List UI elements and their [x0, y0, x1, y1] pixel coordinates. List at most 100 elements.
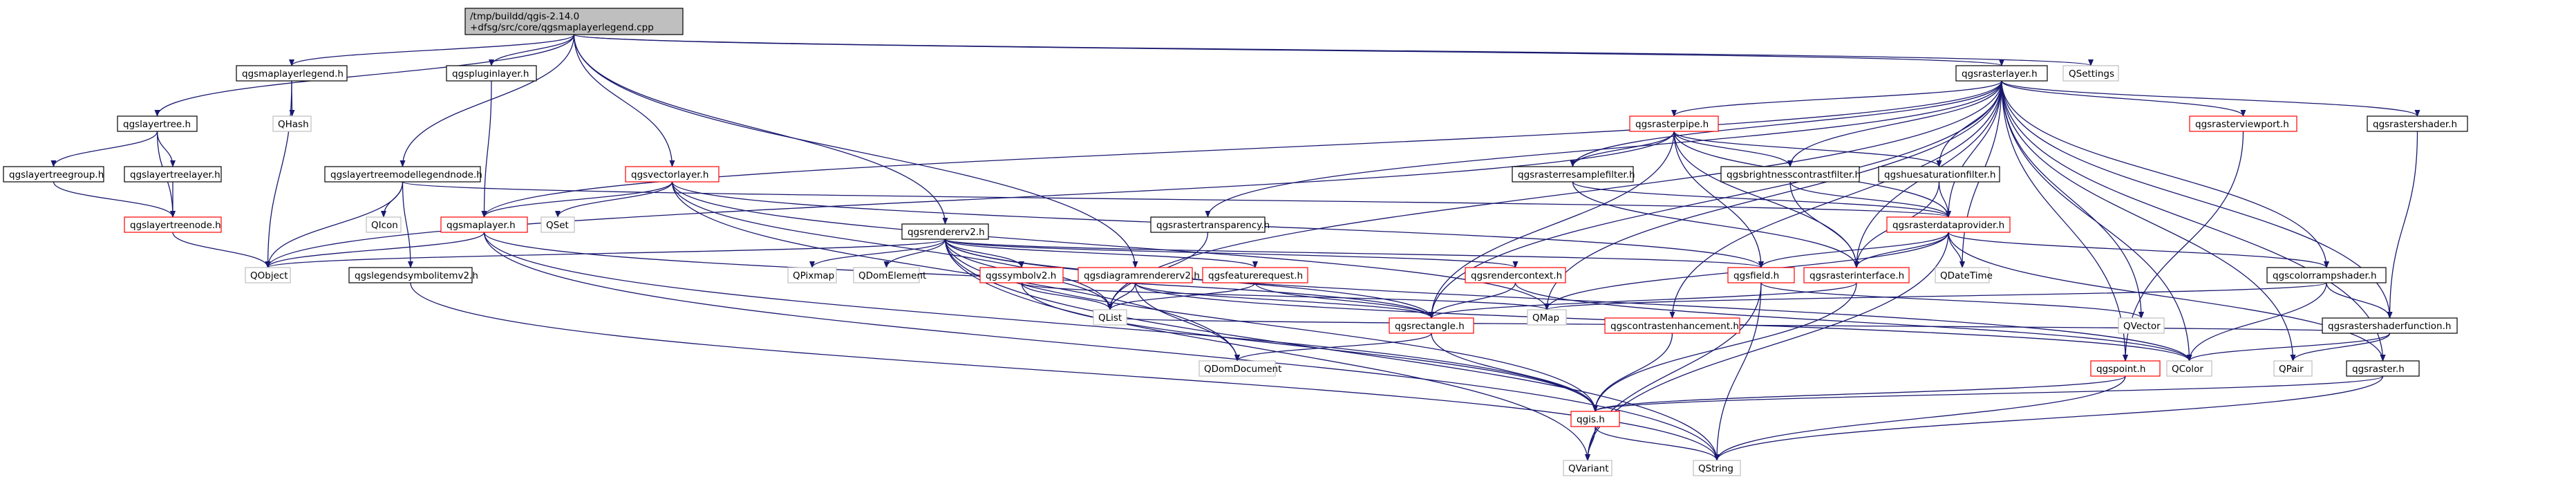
node-qicon[interactable]: QIcon: [366, 216, 402, 233]
node-qobject[interactable]: QObject: [245, 267, 291, 283]
node-qgssymbolv2[interactable]: qgssymbolv2.h: [979, 267, 1064, 283]
edge-qgssymbolv2-to-qlist: [1021, 282, 1113, 310]
edge-qgsdiagramrendererv2-to-qdomdocument: [1134, 282, 1240, 362]
node-qgsrasterviewport[interactable]: qgsrasterviewport.h: [2189, 115, 2297, 132]
node-qgslayertreemodellegendnode[interactable]: qgslayertreemodellegendnode.h: [324, 166, 482, 183]
node-qgsrasterresamplefilter[interactable]: qgsrasterresamplefilter.h: [1512, 166, 1635, 183]
node-qgscolorrampshader[interactable]: qgscolorrampshader.h: [2266, 267, 2387, 283]
node-qdomelement[interactable]: QDomElement: [853, 267, 926, 283]
node-qgsrastershader[interactable]: qgsrastershader.h: [2367, 115, 2468, 132]
edge-qgsrasterpipe-to-qobject: [265, 131, 1675, 268]
node-qgsrendercontext[interactable]: qgsrendercontext.h: [1465, 267, 1566, 283]
node-qgsrectangle[interactable]: qgsrectangle.h: [1389, 317, 1474, 334]
edge-qgsbrightnesscontrastfilter-to-qgsrasterdataprovider: [1789, 181, 1951, 218]
node-qgsrastershaderfunction[interactable]: qgsrastershaderfunction.h: [2322, 317, 2458, 334]
node-qgslayertreenode[interactable]: qgslayertreenode.h: [124, 216, 222, 233]
edge-qgsrasterresamplefilter-to-qgsrasterdataprovider: [1572, 181, 1951, 218]
node-qgsmaplayerlegend[interactable]: qgsmaplayerlegend.h: [236, 65, 348, 82]
node-qvariant[interactable]: QVariant: [1563, 460, 1613, 476]
svg-text:qgis.h: qgis.h: [1577, 414, 1605, 425]
node-qgis[interactable]: qgis.h: [1570, 411, 1620, 427]
svg-text:qgslayertreemodellegendnode.h: qgslayertreemodellegendnode.h: [330, 169, 482, 180]
node-qpair[interactable]: QPair: [2273, 360, 2313, 377]
node-qgsdiagramrendererv2[interactable]: qgsdiagramrendererv2.h: [1078, 267, 1200, 283]
node-qsettings[interactable]: QSettings: [2062, 65, 2119, 82]
node-qgsrasterdataprovider[interactable]: qgsrasterdataprovider.h: [1886, 216, 2011, 233]
node-qhash[interactable]: QHash: [272, 115, 312, 132]
node-qpixmap[interactable]: QPixmap: [787, 267, 837, 283]
node-qgsrasterlayer[interactable]: qgsrasterlayer.h: [1955, 65, 2048, 82]
node-qgsfield[interactable]: qgsfield.h: [1727, 267, 1795, 283]
edge-qgsrasterlayer-to-qgsrasterresamplefilter: [1570, 80, 2002, 167]
svg-text:qgsrasterresamplefilter.h: qgsrasterresamplefilter.h: [1518, 169, 1635, 180]
edge-qgsrasterlayer-to-qmap: [1544, 80, 2002, 310]
node-qgscontrastenhancement[interactable]: qgscontrastenhancement.h: [1604, 317, 1740, 334]
node-qgslayertree[interactable]: qgslayertree.h: [117, 115, 198, 132]
node-qgsrasterinterface[interactable]: qgsrasterinterface.h: [1803, 267, 1910, 283]
svg-text:QList: QList: [1098, 312, 1122, 324]
edge-qgsvectorlayer-to-qdomdocument: [671, 181, 1240, 362]
edge-qgsrasterpipe-to-qgsrectangle: [1429, 131, 1675, 319]
svg-text:qgsrasterlayer.h: qgsrasterlayer.h: [1962, 68, 2038, 80]
edge-qgsrastershader-to-qgsrastershaderfunction: [2387, 131, 2418, 319]
edge-qgsrasterlayer-to-qgsrastertransparency: [1205, 80, 2002, 218]
edge-qgsrasterlayer-to-qgsrasterpipe: [1671, 80, 2002, 117]
edge-qgsmaplayer-to-qgsrectangle: [483, 232, 1434, 319]
svg-text:qgsbrightnesscontrastfilter.h: qgsbrightnesscontrastfilter.h: [1727, 169, 1861, 180]
edge-qgsrendercontext-to-qcolor: [1514, 282, 2192, 362]
node-qgsmaplayer[interactable]: qgsmaplayer.h: [440, 216, 528, 233]
svg-text:qgsmaplayerlegend.h: qgsmaplayerlegend.h: [242, 68, 344, 80]
edge-qgsrastershaderfunction-to-qlist: [1108, 317, 2391, 334]
node-qgsvectorlayer[interactable]: qgsvectorlayer.h: [625, 166, 720, 183]
node-qgslayertreegroup[interactable]: qgslayertreegroup.h: [3, 166, 104, 183]
node-qgsfeaturerequest[interactable]: qgsfeaturerequest.h: [1202, 267, 1308, 283]
svg-text:qgsrasterinterface.h: qgsrasterinterface.h: [1809, 270, 1904, 281]
edge-qgsfield-to-qvector: [1760, 282, 2144, 319]
node-qgsrasterpipe[interactable]: qgsrasterpipe.h: [1629, 115, 1719, 132]
node-qdatetime[interactable]: QDateTime: [1935, 267, 1993, 283]
edge-qgsfeaturerequest-to-qlist: [1107, 282, 1256, 310]
edge-qgsrastershaderfunction-to-qcolor: [2186, 333, 2391, 362]
node-qlist[interactable]: QList: [1093, 309, 1127, 326]
edge-qgsrasterinterface-to-qgis: [1592, 282, 1857, 412]
edge-qgssymbolv2-to-qgis: [1021, 282, 1598, 412]
edge-qgis-to-qstring: [1595, 426, 1720, 461]
svg-text:qgscontrastenhancement.h: qgscontrastenhancement.h: [1610, 321, 1739, 332]
node-qgslayertreelayer[interactable]: qgslayertreelayer.h: [124, 166, 222, 183]
node-qstring[interactable]: QString: [1693, 460, 1741, 476]
edge-root-source-file-to-qgslayertreemodellegendnode: [399, 34, 575, 167]
svg-text:QObject: QObject: [250, 270, 288, 281]
node-qgshuesaturationfilter[interactable]: qgshuesaturationfilter.h: [1878, 166, 2000, 183]
node-root-source-file[interactable]: /tmp/buildd/qgis-2.14.0 +dfsg/src/core/q…: [464, 8, 684, 35]
edge-qgscontrastenhancement-to-qgis: [1592, 333, 1673, 412]
node-qgslegendsymbolitemv2[interactable]: qgslegendsymbolitemv2.h: [348, 267, 478, 283]
svg-text:QVariant: QVariant: [1568, 463, 1609, 474]
edge-qgsrasterpipe-to-qgshuesaturationfilter: [1673, 131, 1942, 167]
node-qgspluginlayer[interactable]: qgspluginlayer.h: [446, 65, 537, 82]
svg-text:QPixmap: QPixmap: [793, 270, 834, 281]
node-qgsrastertransparency[interactable]: qgsrastertransparency.h: [1150, 216, 1270, 233]
node-qdomdocument[interactable]: QDomDocument: [1198, 360, 1281, 377]
svg-text:qgslayertree.h: qgslayertree.h: [123, 119, 191, 130]
node-qgsraster[interactable]: qgsraster.h: [2346, 360, 2420, 377]
node-qgspoint[interactable]: qgspoint.h: [2090, 360, 2161, 377]
edge-qgsfeaturerequest-to-qgsrectangle: [1254, 282, 1434, 319]
node-qgsrendererv2[interactable]: qgsrendererv2.h: [901, 223, 989, 240]
edge-root-source-file-to-qgsdiagramrendererv2: [573, 34, 1138, 268]
edge-qgsmaplayer-to-qstring: [483, 232, 1720, 461]
svg-text:qgsvectorlayer.h: qgsvectorlayer.h: [631, 169, 708, 180]
node-qvector[interactable]: QVector: [2118, 317, 2165, 334]
node-qset[interactable]: QSet: [540, 216, 575, 233]
node-qcolor[interactable]: QColor: [2166, 360, 2212, 377]
edge-qgsrasterlayer-to-qpair: [2001, 80, 2296, 362]
edge-qgspoint-to-qgis: [1592, 375, 2126, 412]
svg-text:qgspluginlayer.h: qgspluginlayer.h: [452, 68, 529, 80]
edge-qgsrasterdataprovider-to-qgsfield: [1758, 232, 1949, 268]
node-qgsbrightnesscontrastfilter[interactable]: qgsbrightnesscontrastfilter.h: [1720, 166, 1861, 183]
edge-qgis-to-qvariant: [1585, 426, 1596, 461]
edge-qgsbrightnesscontrastfilter-to-qgsrasterinterface: [1789, 181, 1859, 268]
edge-root-source-file-to-qgsrendererv2: [573, 34, 948, 225]
node-qmap[interactable]: QMap: [1527, 309, 1567, 326]
